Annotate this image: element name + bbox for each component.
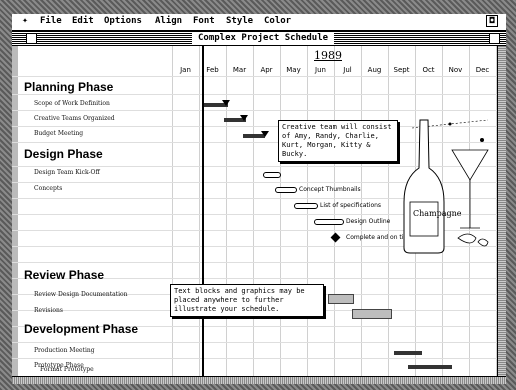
grid-line: [388, 46, 389, 376]
grid-line: [307, 46, 308, 376]
task-capsule[interactable]: [275, 187, 297, 193]
window-titlebar[interactable]: Complex Project Schedule: [12, 31, 506, 46]
close-box[interactable]: [26, 33, 37, 44]
task-bar[interactable]: [352, 309, 392, 319]
grid-line: [12, 166, 506, 167]
month-dec: Dec: [475, 66, 490, 74]
menu-font[interactable]: Font: [193, 16, 215, 26]
grid-line: [334, 46, 335, 376]
left-edge: [12, 46, 18, 376]
vertical-scrollbar[interactable]: [497, 46, 506, 376]
task-production: Production Meeting: [34, 347, 95, 354]
task-capsule[interactable]: [314, 219, 344, 225]
champagne-illustration: Champagne: [403, 119, 489, 254]
task-format: Format Prototype: [40, 366, 94, 373]
task-capsule[interactable]: [263, 172, 281, 178]
grid-line: [12, 246, 506, 247]
month-aug: Aug: [367, 66, 382, 74]
grid-line: [12, 214, 506, 215]
phase-development: Development Phase: [24, 322, 139, 336]
menu-color[interactable]: Color: [264, 16, 292, 26]
grid-line: [469, 46, 470, 376]
task-bar[interactable]: [328, 294, 354, 304]
month-feb: Feb: [206, 66, 219, 74]
grid-line: [12, 94, 506, 95]
month-jul: Jul: [343, 66, 352, 74]
grid-line: [12, 126, 506, 127]
milestone-label: Complete and on time!: [346, 234, 416, 241]
grid-line: [172, 46, 173, 376]
task-scope: Scope of Work Definition: [34, 100, 110, 107]
task-prototype: Prototype Phase: [34, 362, 84, 369]
milestone-diamond-icon[interactable]: [330, 232, 341, 243]
task-bar[interactable]: [204, 103, 228, 107]
task-bar[interactable]: [243, 134, 265, 138]
grid-line: [253, 46, 254, 376]
milestone-label: List of specifications: [320, 202, 382, 209]
milestone-triangle-icon[interactable]: [261, 131, 269, 137]
menu-align[interactable]: Align: [155, 16, 183, 26]
today-marker-line: [202, 46, 204, 376]
phase-planning: Planning Phase: [24, 80, 114, 94]
screen: ✦ File Edit Options Align Font Style Col…: [12, 14, 506, 384]
phase-design: Design Phase: [24, 147, 103, 161]
year-label: 1989: [314, 49, 342, 62]
milestone-label: Design Outline: [346, 218, 391, 225]
grid-line: [12, 326, 506, 327]
text-blocks-callout[interactable]: Text blocks and graphics may be placed a…: [170, 284, 324, 317]
month-jan: Jan: [180, 66, 191, 74]
grid-line: [12, 342, 506, 343]
task-teams: Creative Teams Organized: [34, 115, 115, 122]
grid-line: [361, 46, 362, 376]
grid-line: [12, 278, 506, 279]
milestone-label: Concept Thumbnails: [299, 186, 361, 193]
menu-style[interactable]: Style: [226, 16, 254, 26]
schedule-canvas[interactable]: 1989 Jan Feb Mar Apr May Jun Jul Aug Sep…: [12, 46, 506, 376]
application-icon[interactable]: ◘: [486, 15, 498, 27]
task-concepts: Concepts: [34, 185, 63, 192]
window-title: Complex Project Schedule: [192, 32, 335, 44]
grid-line: [226, 46, 227, 376]
task-budget: Budget Meeting: [34, 130, 84, 137]
grid-line: [12, 76, 506, 77]
grid-line: [199, 46, 200, 376]
task-capsule[interactable]: [294, 203, 318, 209]
month-apr: Apr: [260, 66, 273, 74]
phase-review: Review Phase: [24, 268, 105, 282]
grid-line: [12, 262, 506, 263]
menu-bar: ✦ File Edit Options Align Font Style Col…: [12, 14, 506, 31]
task-kickoff: Design Team Kick-Off: [34, 169, 100, 176]
grid-line: [280, 46, 281, 376]
grid-line: [12, 142, 506, 143]
grid-line: [12, 110, 506, 111]
month-oct: Oct: [422, 66, 435, 74]
bottle-label: Champagne: [413, 209, 462, 218]
horizontal-scrollbar[interactable]: [12, 376, 506, 384]
task-bar[interactable]: [224, 118, 246, 122]
task-revisions: Revisions: [34, 307, 63, 314]
month-sept: Sept: [393, 66, 410, 74]
milestone-triangle-icon[interactable]: [222, 100, 230, 106]
menu-file[interactable]: File: [40, 16, 62, 26]
grid-line: [12, 230, 506, 231]
month-jun: Jun: [315, 66, 326, 74]
team-callout[interactable]: Creative team will consist of Amy, Randy…: [278, 120, 398, 162]
grid-line: [496, 46, 497, 376]
zoom-box[interactable]: [489, 33, 500, 44]
month-mar: Mar: [232, 66, 247, 74]
task-bar[interactable]: [408, 365, 452, 369]
task-review-doc: Review Design Documentation: [34, 291, 128, 298]
grid-line: [12, 198, 506, 199]
task-bar[interactable]: [394, 351, 422, 355]
milestone-triangle-icon[interactable]: [240, 115, 248, 121]
apple-menu-icon[interactable]: ✦: [22, 15, 29, 26]
grid-line: [12, 182, 506, 183]
menu-edit[interactable]: Edit: [72, 16, 94, 26]
month-nov: Nov: [448, 66, 463, 74]
month-may: May: [286, 66, 301, 74]
menu-options[interactable]: Options: [104, 16, 142, 26]
grid-line: [12, 358, 506, 359]
